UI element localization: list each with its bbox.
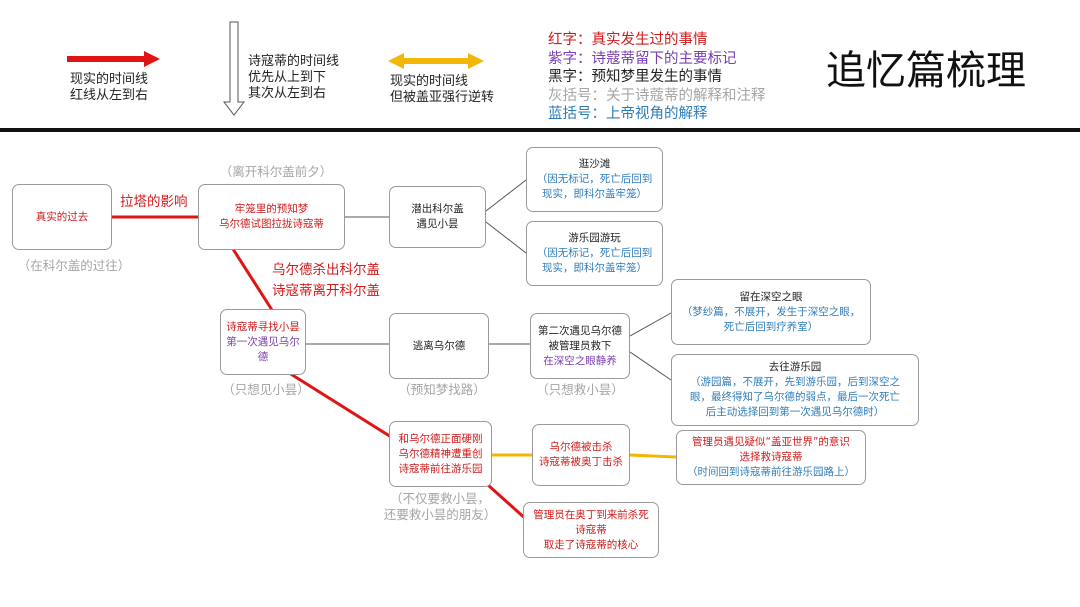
node-amusement: 游乐园游玩 （因无标记，死亡后回到现实，即科尔盖牢笼） (526, 221, 663, 286)
key-black: 黑字：预知梦里发生的事情 (548, 69, 722, 85)
legend-down-text: 诗寇蒂的时间线优先从上到下其次从左到右 (248, 54, 340, 101)
key-purple: 紫字：诗蔻蒂留下的主要标记 (548, 50, 737, 67)
node-admin-kill: 管理员在奥丁到来前杀死诗寇蒂取走了诗寇蒂的核心 (523, 502, 659, 558)
node-second-meet: 第二次遇见乌尔德被管理员救下 在深空之眼静养 (530, 313, 630, 379)
note-only-save: （只想救小昙） (536, 382, 624, 397)
key-red: 红字：真实发生过的事情 (548, 32, 708, 48)
node-fight-urd: 和乌尔德正面硬刚乌尔德精神遭重创诗寇蒂前往游乐园 (389, 421, 492, 487)
note-only-see: （只想见小昙） (222, 382, 310, 397)
down-arrow-legend (222, 21, 246, 116)
page-title: 追忆篇梳理 (826, 48, 1026, 94)
node-escape: 逃离乌尔德 (389, 313, 489, 379)
header-divider (0, 128, 1080, 132)
note-past: （在科尔盖的过往） (17, 258, 131, 273)
edge-label-influence: 拉塔的影响 (120, 194, 188, 210)
red-arrow-legend (67, 51, 160, 67)
node-true-past: 真实的过去 (12, 184, 112, 250)
note-predream: （预知梦找路） (398, 382, 486, 397)
legend-orange-text: 现实的时间线但被盖亚强行逆转 (390, 74, 495, 105)
node-sneak-out: 潜出科尔盖遇见小昙 (389, 186, 486, 248)
legend-red-text: 现实的时间线红线从左到右 (70, 72, 149, 103)
node-admin-gaia: 管理员遇见疑似“盖亚世界”的意识选择救诗寇蒂 （时间回到诗寇蒂前往游乐园路上） (676, 430, 866, 485)
key-gray: 灰括号：关于诗蔻蒂的解释和注释 (548, 87, 766, 104)
node-cage-dream: 牢笼里的预知梦乌尔德试图拉拢诗寇蒂 (198, 184, 345, 250)
note-not-only: （不仅要救小昙，还要救小昙的朋友） (383, 491, 497, 522)
node-search-xiaotan: 诗寇蒂寻找小昙 第一次遇见乌尔德 (220, 309, 306, 375)
orange-arrow-legend (388, 53, 484, 69)
node-stay-eye: 留在深空之眼 （梦纱篇，不展开，发生于深空之眼，死亡后回到疗养室） (671, 279, 871, 345)
color-key: 红字：真实发生过的事情 紫字：诗蔻蒂留下的主要标记 黑字：预知梦里发生的事情 灰… (548, 31, 766, 124)
edge-label-kill-out: 乌尔德杀出科尔盖诗寇蒂离开科尔盖 (272, 262, 380, 299)
note-before-leave: （离开科尔盖前夕） (219, 164, 333, 179)
node-beach: 逛沙滩 （因无标记，死亡后回到现实，即科尔盖牢笼） (526, 147, 663, 212)
key-blue: 蓝括号：上帝视角的解释 (548, 106, 708, 122)
node-go-amusement: 去往游乐园 （游园篇，不展开，先到游乐园，后到深空之眼，最终得知了乌尔德的弱点，… (671, 354, 919, 426)
node-killed: 乌尔德被击杀诗寇蒂被奥丁击杀 (532, 424, 630, 486)
